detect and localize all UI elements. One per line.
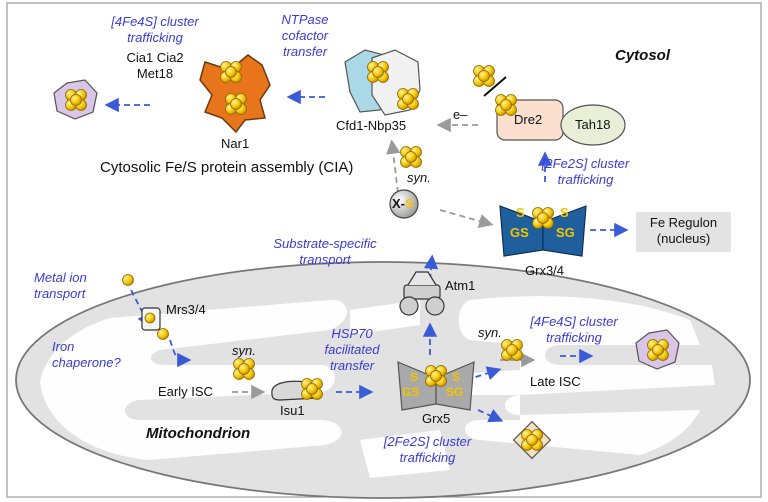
metal-ion-transport-label: Metal ion transport	[34, 270, 87, 301]
nar1-protein	[199, 54, 271, 134]
grx5-s-left: S	[410, 370, 419, 384]
early-syn-cluster-icon	[233, 358, 255, 380]
xs-label: X-S	[392, 196, 414, 212]
late-isc-label: Late ISC	[530, 374, 581, 389]
cleavage-mark	[483, 76, 507, 97]
cluster-2fe2s-trafficking-cytosol: [2Fe2S] cluster trafficking	[541, 156, 630, 187]
syn-label-cytosol: syn.	[407, 170, 431, 185]
substrate-specific-transport-label: Substrate-specific transport	[273, 236, 377, 267]
atm1-label: Atm1	[445, 278, 476, 293]
cluster-2fe2s-trafficking-mito: [2Fe2S] cluster trafficking	[383, 434, 472, 465]
xs-x-text: X-	[392, 196, 405, 211]
syn-label-early: syn.	[232, 343, 256, 358]
grx5-gs: GS	[402, 385, 420, 399]
nar1-cluster-icon	[225, 93, 247, 115]
cfd1-nbp35-label: Cfd1-Nbp35	[336, 118, 407, 133]
nar1-label: Nar1	[221, 136, 250, 151]
fe-regulon-label: Fe Regulon (nucleus)	[649, 215, 718, 246]
metal-ion-icon	[157, 328, 169, 340]
xs-s-text: S	[405, 196, 414, 211]
grx34-label: Grx3/4	[525, 263, 565, 278]
cia-components-label: Cia1 Cia2 Met18	[126, 50, 184, 81]
cluster-4fe4s-trafficking-top: [4Fe4S] cluster trafficking	[111, 14, 199, 45]
cfd1-cluster-icon	[367, 61, 389, 83]
dre2-label: Dre2	[514, 112, 543, 127]
fe4s4-cluster-icon	[65, 89, 87, 111]
nar1-cluster-icon	[220, 61, 242, 83]
mitochondrion-label: Mitochondrion	[146, 425, 251, 442]
mito-4fe4s-cluster-icon	[647, 339, 669, 361]
grx34-protein	[499, 205, 587, 257]
syn-label-late: syn.	[478, 325, 502, 340]
tah18-label: Tah18	[575, 117, 611, 132]
grx34-gs: GS	[510, 225, 529, 240]
early-isc-label: Early ISC	[158, 384, 213, 399]
hsp70-transfer-label: HSP70 facilitated transfer	[324, 326, 380, 373]
dre2-cluster-icon	[473, 65, 495, 87]
cia-title: Cytosolic Fe/S protein assembly (CIA)	[100, 159, 354, 176]
cytosol-label: Cytosol	[615, 47, 671, 64]
isu1-cluster-icon	[301, 378, 323, 400]
ntpase-transfer-label: NTPase cofactor transfer	[281, 12, 329, 59]
isu1-label: Isu1	[280, 403, 305, 418]
grx5-sg: SG	[446, 385, 464, 399]
grx5-s-right: S	[452, 370, 461, 384]
syn-cluster-icon	[400, 146, 422, 168]
metal-ion-icon	[144, 312, 156, 324]
mito-2fe2s-cluster-icon	[521, 429, 543, 451]
mitochondrion	[15, 261, 751, 499]
nbp35-cluster-icon	[397, 88, 419, 110]
metal-ion-icon	[122, 274, 134, 286]
fe-regulon-box	[636, 212, 731, 252]
cluster-4fe4s-trafficking-mito: [4Fe4S] cluster trafficking	[530, 314, 618, 345]
mrs34-label: Mrs3/4	[166, 302, 206, 317]
tah18-protein	[560, 104, 626, 146]
atm1-transporter	[399, 271, 445, 316]
grx34-s-right: S	[560, 205, 569, 220]
grx5-protein	[397, 361, 475, 411]
grx5-label: Grx5	[422, 411, 451, 426]
grx34-sg: SG	[556, 225, 575, 240]
xs-ball-icon	[389, 189, 419, 219]
electron-label: e–	[453, 107, 468, 122]
grx34-s-left: S	[516, 205, 525, 220]
iron-chaperone-label: Iron chaperone?	[52, 339, 121, 370]
